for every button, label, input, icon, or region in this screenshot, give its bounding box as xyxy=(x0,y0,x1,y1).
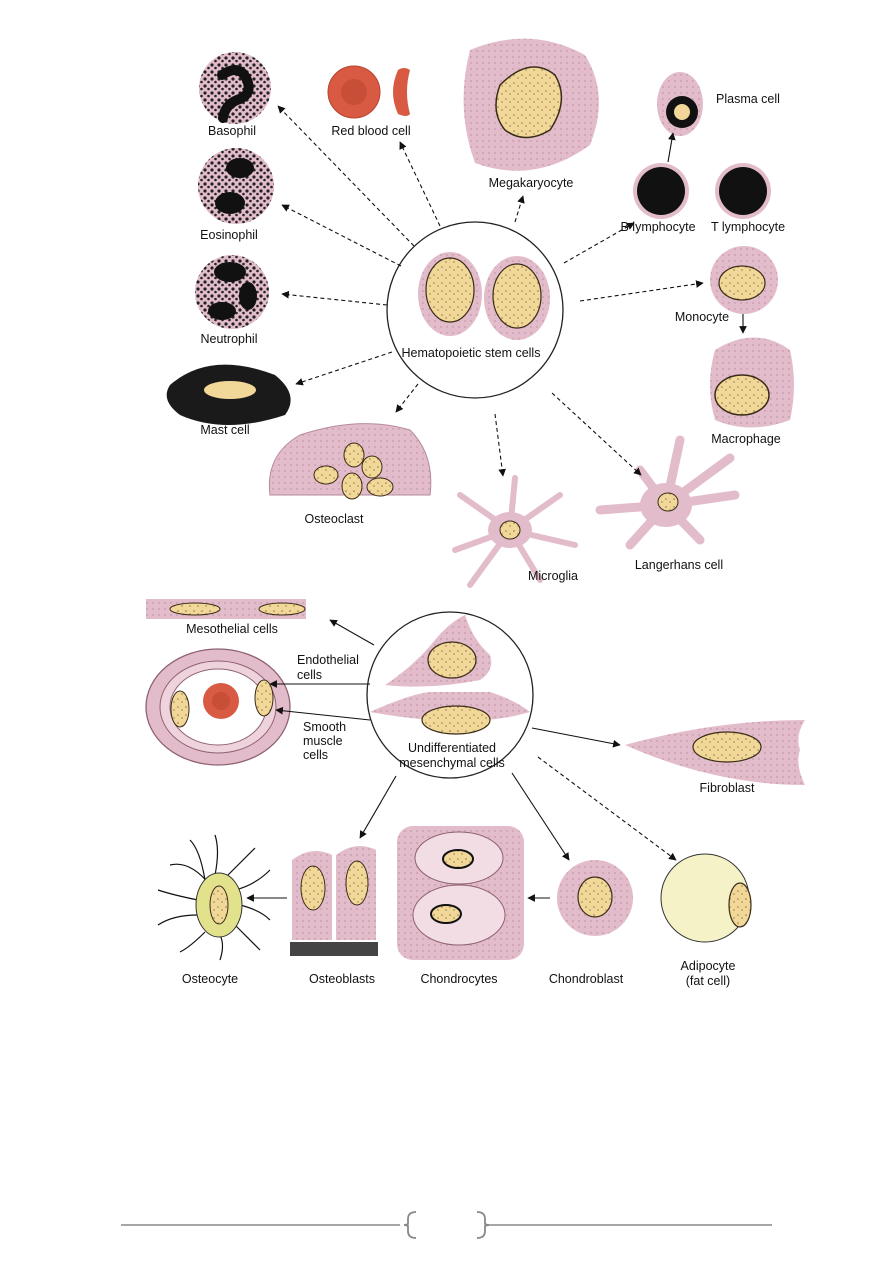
monocyte: Monocyte xyxy=(675,246,778,324)
osteoclast-label: Osteoclast xyxy=(304,512,364,526)
fibroblast-label: Fibroblast xyxy=(700,781,755,795)
microglia-label: Microglia xyxy=(528,569,578,583)
mesenchymal-stem-cells: Undifferentiated mesenchymal cells xyxy=(366,611,534,779)
microglia: Microglia xyxy=(452,475,578,588)
megakaryocyte: Megakaryocyte xyxy=(463,38,599,190)
left-brace-icon xyxy=(403,1211,417,1239)
langerhans-cell-label: Langerhans cell xyxy=(635,558,723,572)
blood-vessel: Endothelial cells Smooth muscle cells xyxy=(145,648,359,766)
plasma-cell: Plasma cell xyxy=(657,72,780,136)
plasma-cell-label: Plasma cell xyxy=(716,92,780,106)
mast-cell: Mast cell xyxy=(166,364,291,437)
mesenchymal-center-label-line1: Undifferentiated xyxy=(408,741,496,755)
mesenchymal-arrows xyxy=(246,619,677,902)
smooth-muscle-label-line2: muscle xyxy=(303,734,343,748)
t-lymphocyte: T lymphocyte xyxy=(711,163,785,234)
basophil-label: Basophil xyxy=(208,124,256,138)
neutrophil: Neutrophil xyxy=(195,255,269,346)
smooth-muscle-label-line1: Smooth xyxy=(303,720,346,734)
b-lymphocyte-label: B lymphocyte xyxy=(620,220,695,234)
hematopoietic-stem-cells: Hematopoietic stem cells xyxy=(386,221,564,399)
hematopoietic-section: Hematopoietic stem cells Basophil Red bl… xyxy=(166,38,794,588)
macrophage-label: Macrophage xyxy=(711,432,781,446)
b-lymphocyte: B lymphocyte xyxy=(620,163,696,234)
chondroblast: Chondroblast xyxy=(549,860,633,986)
mesothelial-label: Mesothelial cells xyxy=(186,622,278,636)
adipocyte-label-line1: Adipocyte xyxy=(681,959,736,973)
mesenchymal-center-label-line2: mesenchymal cells xyxy=(399,756,505,770)
adipocyte: Adipocyte (fat cell) xyxy=(660,853,752,988)
osteoblasts: Osteoblasts xyxy=(290,846,378,986)
eosinophil: Eosinophil xyxy=(198,148,274,242)
fibroblast: Fibroblast xyxy=(625,720,805,795)
stem-nucleus-right xyxy=(492,263,542,329)
chondrocytes: Chondrocytes xyxy=(397,826,524,986)
chondrocytes-label: Chondrocytes xyxy=(420,972,497,986)
macrophage: Macrophage xyxy=(710,337,794,446)
mesenchymal-section: Undifferentiated mesenchymal cells Mesot… xyxy=(145,599,805,988)
page-footer xyxy=(121,1211,772,1239)
mesothelial-cells: Mesothelial cells xyxy=(146,599,306,636)
stem-nucleus-left xyxy=(425,257,475,323)
smooth-muscle-label-line3: cells xyxy=(303,748,328,762)
osteoblasts-label: Osteoblasts xyxy=(309,972,375,986)
endothelial-label-line2: cells xyxy=(297,668,322,682)
red-blood-cell-label: Red blood cell xyxy=(331,124,410,138)
chondroblast-label: Chondroblast xyxy=(549,972,624,986)
osteoclast: Osteoclast xyxy=(268,423,432,526)
endothelial-label-line1: Endothelial xyxy=(297,653,359,667)
hematopoietic-arrows xyxy=(277,105,747,477)
eosinophil-label: Eosinophil xyxy=(200,228,258,242)
monocyte-label: Monocyte xyxy=(675,310,729,324)
right-brace-icon xyxy=(476,1211,490,1239)
mast-cell-label: Mast cell xyxy=(200,423,249,437)
neutrophil-label: Neutrophil xyxy=(201,332,258,346)
megakaryocyte-label: Megakaryocyte xyxy=(489,176,574,190)
osteocyte: Osteocyte xyxy=(157,834,271,986)
osteocyte-label: Osteocyte xyxy=(182,972,238,986)
t-lymphocyte-label: T lymphocyte xyxy=(711,220,785,234)
basophil: Basophil xyxy=(199,52,271,138)
hematopoietic-center-label: Hematopoietic stem cells xyxy=(402,346,541,360)
adipocyte-label-line2: (fat cell) xyxy=(686,974,730,988)
langerhans-cell: Langerhans cell xyxy=(595,435,740,572)
red-blood-cell: Red blood cell xyxy=(327,65,411,138)
